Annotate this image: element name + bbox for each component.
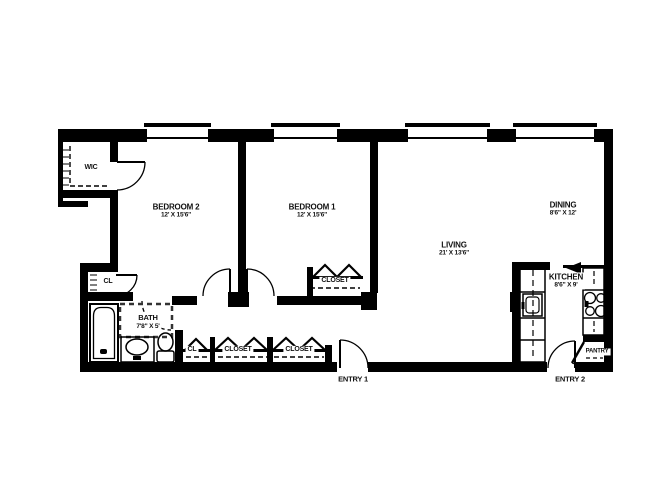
exterior-walls: [58, 129, 613, 372]
closet-label-hall-1: CLOSET: [222, 345, 254, 355]
room-label-wic: WIC: [82, 163, 100, 173]
sink-vanity: [120, 336, 155, 363]
toilet: [156, 332, 175, 363]
door-swings: [115, 161, 586, 369]
room-label-pantry: PANTRY: [583, 348, 611, 356]
stove-burners: [583, 291, 608, 318]
kitchen-fixtures: [519, 265, 608, 363]
room-label-kitchen: KITCHEN 8'6" X 9': [546, 272, 586, 290]
kitchen-counter-left: [519, 265, 546, 363]
windows: [144, 123, 597, 139]
kitchen-sink: [521, 293, 543, 317]
room-label-bedroom2: BEDROOM 2 12' X 15'6": [150, 202, 202, 220]
entry1-label: ENTRY 1: [336, 374, 370, 385]
closet-label-cl-vestibule: CL: [101, 277, 115, 287]
kitchen-door-marker: [566, 262, 581, 274]
closet-label-hall-2: CLOSET: [283, 345, 315, 355]
entry2-label: ENTRY 2: [553, 374, 587, 385]
closet-rod-dashes: [69, 146, 360, 358]
closet-label-cl-hall: CL: [185, 345, 199, 355]
shelf-hatch-marks: [63, 149, 97, 291]
room-label-bedroom1: BEDROOM 1 12' X 15'6": [286, 202, 338, 220]
room-label-dining: DINING 8'6" X 12': [547, 200, 579, 218]
bath-fixtures: [89, 303, 175, 363]
tub-drain: [100, 349, 107, 354]
room-label-living: LIVING 21' X 13'6": [437, 240, 471, 258]
sink-faucet: [133, 356, 141, 360]
closet-label-bedroom1: CLOSET: [319, 276, 351, 286]
bathtub: [89, 303, 119, 363]
room-label-bath: BATH 7'8" X 5': [134, 312, 162, 331]
